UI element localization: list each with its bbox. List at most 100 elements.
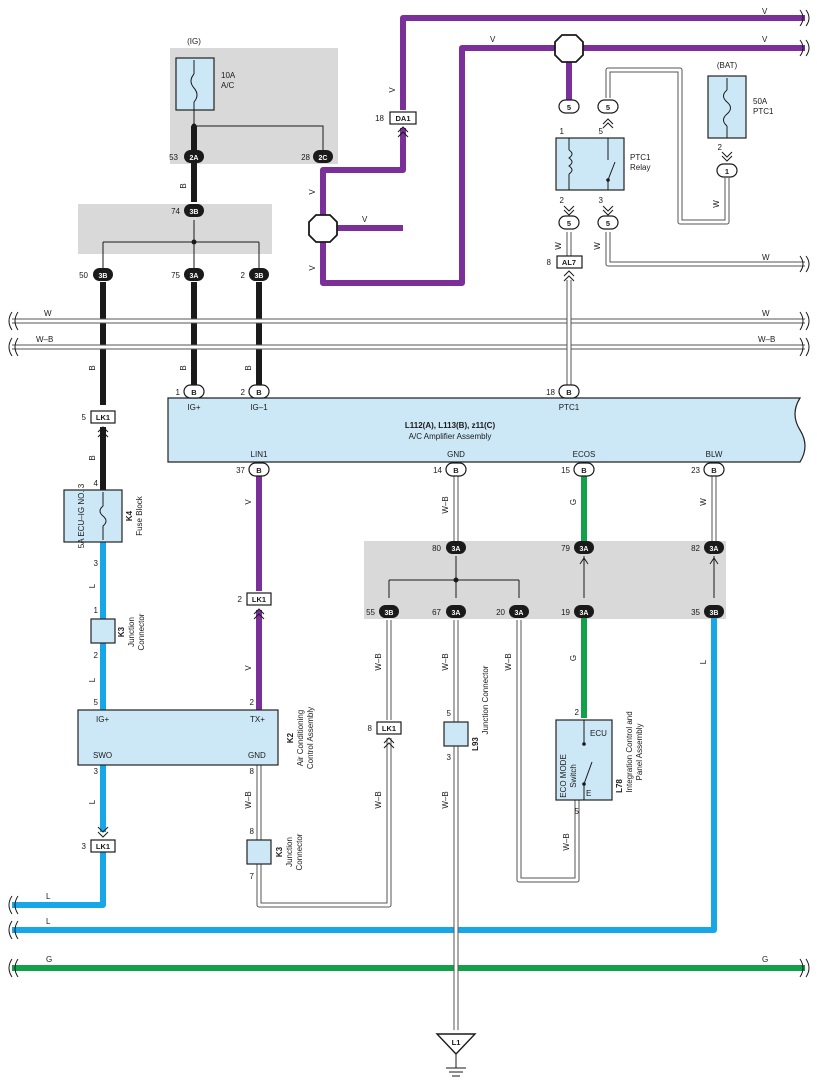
svg-text:50: 50 [79,271,88,280]
svg-text:L: L [46,917,51,926]
svg-text:2A: 2A [190,155,199,162]
svg-text:LK1: LK1 [96,842,110,851]
svg-text:L: L [699,659,708,664]
svg-text:K2: K2 [286,732,295,743]
svg-text:7: 7 [250,872,255,881]
svg-text:B: B [453,466,459,475]
connector-lk1-upper: LK1 5 [82,410,116,438]
svg-text:B: B [566,388,572,397]
svg-text:2: 2 [94,651,99,660]
wire-v-da1-down [320,128,406,215]
svg-text:3B: 3B [255,273,264,280]
svg-text:5: 5 [575,807,580,816]
svg-text:W–B: W–B [441,653,450,670]
svg-text:SWO: SWO [93,751,112,760]
svg-text:L: L [88,799,97,804]
svg-text:37: 37 [236,466,245,475]
svg-text:3: 3 [94,767,99,776]
svg-text:3A: 3A [580,546,589,553]
svg-text:5: 5 [447,709,452,718]
connector-lk1-middle: LK1 2 [238,592,272,620]
svg-text:5: 5 [94,698,99,707]
svg-text:W–B: W–B [441,496,450,513]
ig-connector-pins: 2A 53 2C 28 3B 74 3B 50 3A 75 3B 2 [79,150,333,281]
svg-text:2: 2 [575,708,580,717]
svg-text:W: W [762,253,770,262]
amp-title: L112(A), L113(B), z11(C) [405,421,496,430]
svg-text:L: L [46,892,51,901]
svg-text:W–B: W–B [441,791,450,808]
fuse-10a-ac: (IG) 10A A/C [175,37,324,150]
svg-text:23: 23 [691,466,700,475]
ground-l1: L1 [435,1033,477,1077]
svg-text:Relay: Relay [630,163,650,172]
svg-text:B: B [179,183,188,188]
svg-text:LIN1: LIN1 [251,450,268,459]
svg-text:(BAT): (BAT) [717,61,738,70]
svg-text:3: 3 [94,559,99,568]
eco-mode-switch-l78: 2 ECU E ECO MODE Switch 5 L78 Integratio… [555,708,644,816]
svg-text:2: 2 [560,196,565,205]
svg-text:L93: L93 [471,737,480,751]
svg-text:GND: GND [248,751,266,760]
svg-text:3A: 3A [710,546,719,553]
svg-text:G: G [46,955,52,964]
svg-text:Fuse Block: Fuse Block [135,495,144,536]
svg-text:V: V [362,215,368,224]
svg-text:79: 79 [561,544,570,553]
svg-text:B: B [179,365,188,370]
svg-text:14: 14 [433,466,442,475]
svg-text:15: 15 [561,466,570,475]
svg-text:Air Conditioning: Air Conditioning [296,710,305,766]
svg-text:2C: 2C [319,155,328,162]
svg-text:5: 5 [599,127,604,136]
splice-upper-right [554,34,584,63]
wire-v-loop [320,45,555,286]
svg-text:W–B: W–B [562,833,571,850]
svg-text:3: 3 [599,196,604,205]
svg-text:W–B: W–B [758,335,775,344]
svg-text:L1: L1 [452,1038,461,1047]
svg-text:W–B: W–B [244,791,253,808]
svg-text:Junction Connector: Junction Connector [481,665,490,734]
connector-lk1-lower: LK1 3 [82,826,116,853]
svg-text:8: 8 [250,767,255,776]
svg-text:K4: K4 [125,510,134,521]
svg-text:PTC1: PTC1 [559,403,580,412]
svg-text:8: 8 [368,724,373,733]
svg-text:2: 2 [241,388,246,397]
svg-text:5: 5 [567,219,571,228]
amp-subtitle: A/C Amplifier Assembly [409,432,492,441]
svg-text:1: 1 [176,388,181,397]
svg-text:LK1: LK1 [382,724,396,733]
svg-text:W–B: W–B [36,335,53,344]
svg-text:B: B [256,466,262,475]
svg-text:B: B [711,466,717,475]
splice-left [308,214,338,243]
svg-text:W–B: W–B [374,791,383,808]
svg-text:PTC1: PTC1 [753,107,774,116]
svg-text:PTC1: PTC1 [630,153,651,162]
svg-text:Integration Control and: Integration Control and [625,711,634,792]
ig-label: (IG) [187,37,201,46]
junction-k3-lower: 8 7 K3 Junction Connector [246,827,304,881]
svg-text:20: 20 [496,608,505,617]
wire-v-top [400,15,805,110]
svg-text:ECO MODE: ECO MODE [559,754,568,798]
svg-text:IG+: IG+ [96,715,109,724]
svg-text:3: 3 [447,753,452,762]
connector-al7: AL7 8 [547,255,583,282]
svg-text:L78: L78 [615,779,624,793]
svg-text:K3: K3 [275,846,284,857]
svg-text:2: 2 [250,698,255,707]
svg-text:Panel Assembly: Panel Assembly [635,724,644,781]
svg-text:BLW: BLW [706,450,723,459]
fuse-50a-ptc1: (BAT) 50A PTC1 2 1 [707,61,774,178]
svg-text:W: W [712,200,721,208]
svg-text:TX+: TX+ [250,715,265,724]
svg-text:3B: 3B [190,209,199,216]
svg-text:5: 5 [82,413,87,422]
svg-text:Connector: Connector [137,613,146,650]
svg-text:8: 8 [250,827,255,836]
